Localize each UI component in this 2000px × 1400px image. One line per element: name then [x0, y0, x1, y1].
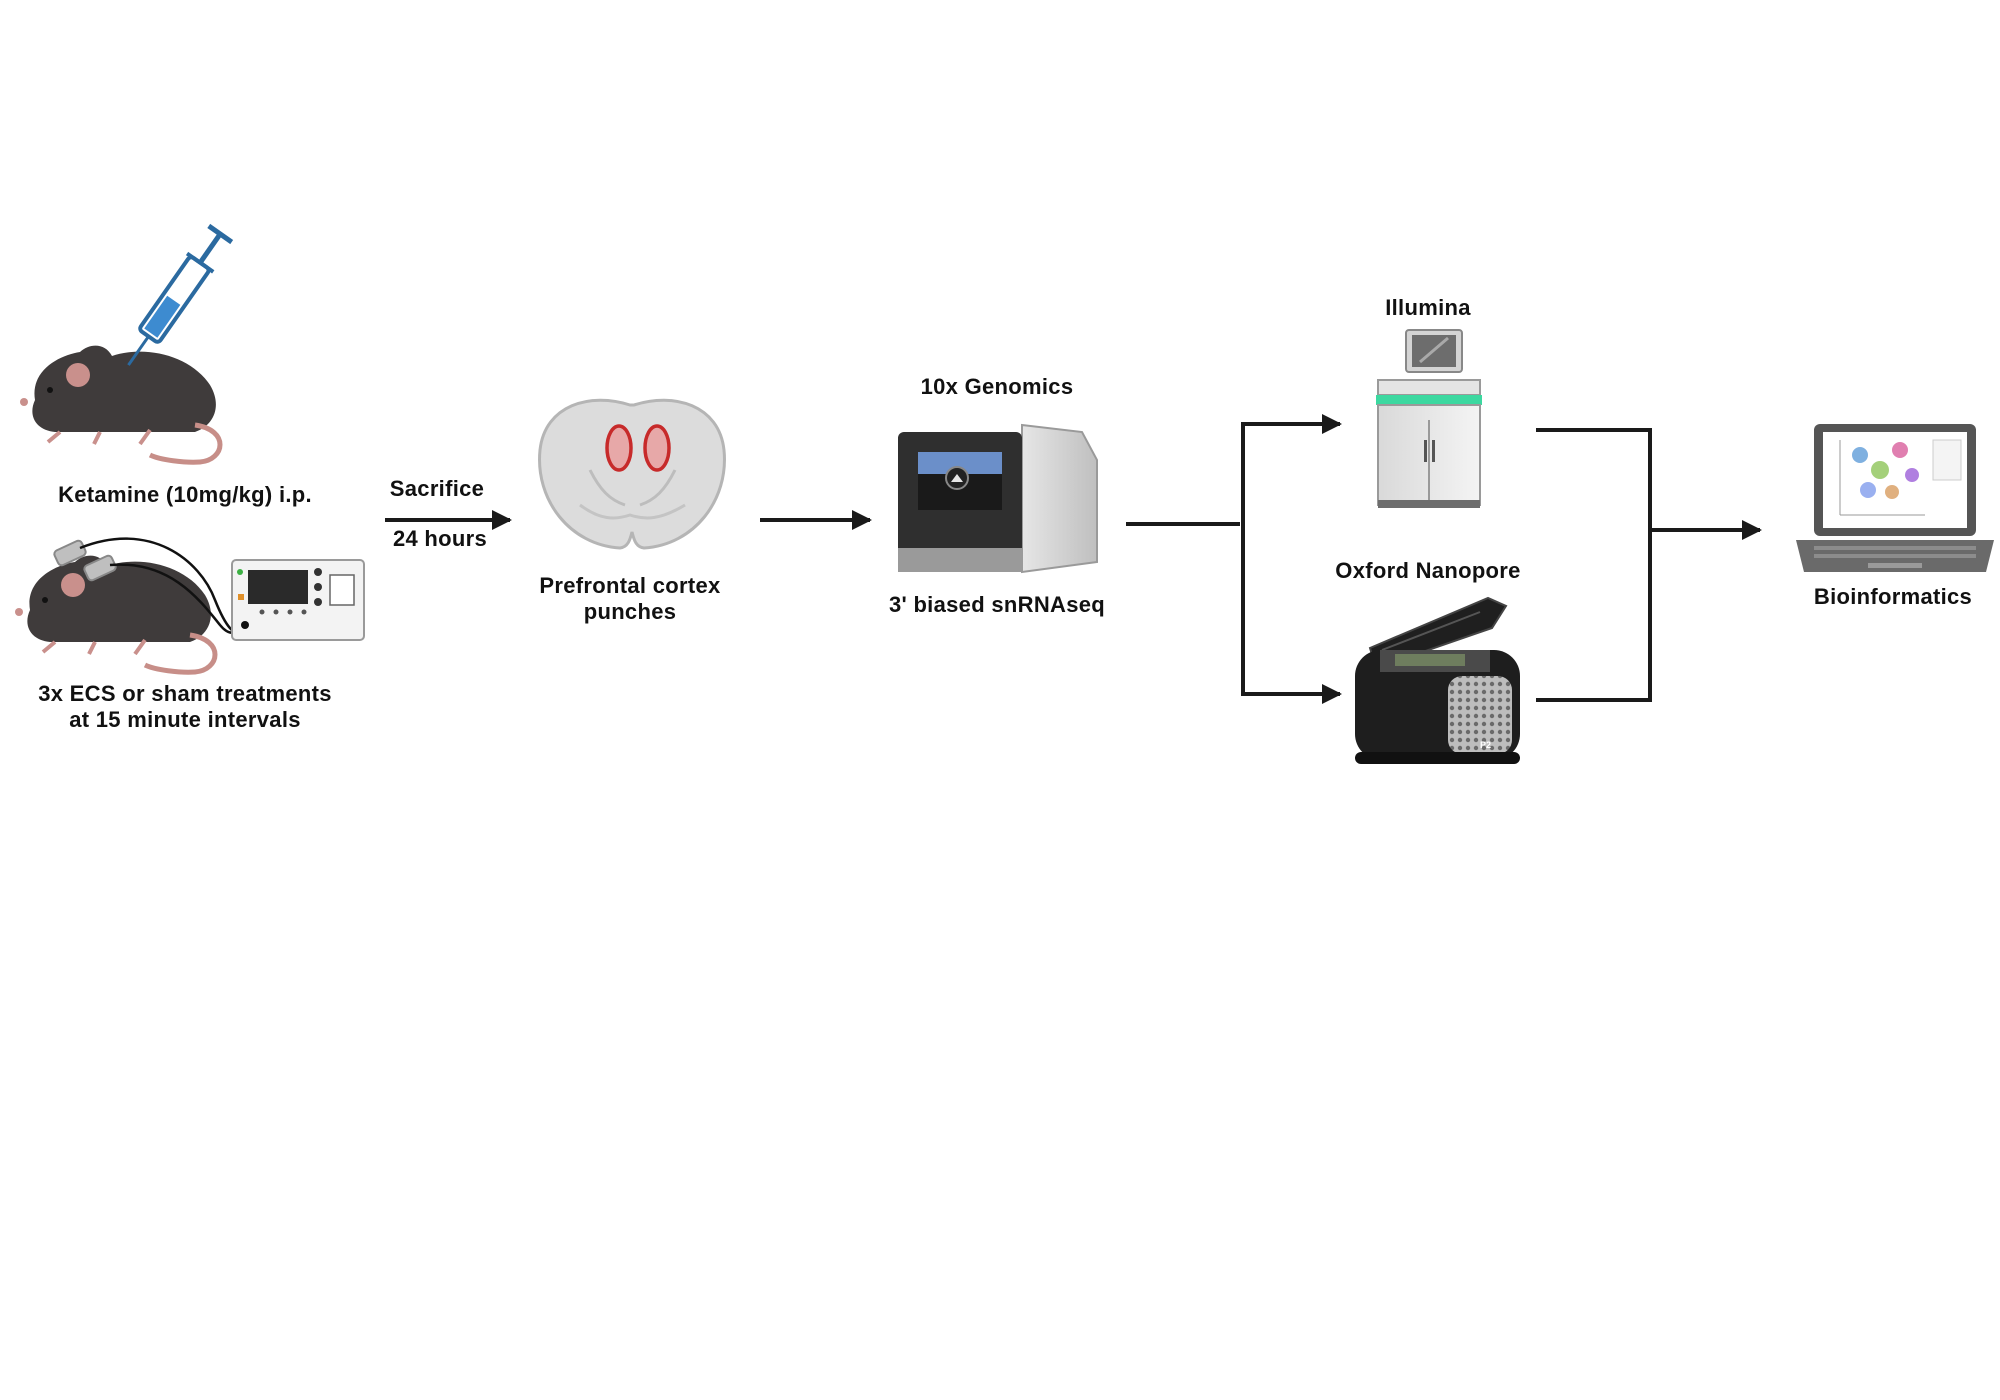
brain-label-line2: punches: [584, 599, 677, 624]
syringe-icon: [127, 223, 234, 366]
branch-connector: [1126, 414, 1342, 704]
chromium-instrument-icon: [898, 423, 1098, 574]
illumina-label: Illumina: [1385, 295, 1471, 320]
sequencer-icon: [1376, 329, 1482, 508]
time-label: 24 hours: [393, 526, 487, 551]
ecs-label-line1: 3x ECS or sham treatments: [38, 681, 332, 706]
bioinformatics-label: Bioinformatics: [1814, 584, 1972, 609]
ecs-device-icon: [231, 559, 365, 641]
snrnaseq-label: 3' biased snRNAseq: [889, 592, 1105, 617]
ecs-mouse-icon: [15, 539, 218, 675]
brain-label-line1: Prefrontal cortex: [539, 573, 721, 598]
ketamine-mouse-icon: [20, 345, 223, 465]
laptop-icon: [1796, 424, 1994, 572]
ecs-label-line2: at 15 minute intervals: [69, 707, 301, 732]
ketamine-label: Ketamine (10mg/kg) i.p.: [58, 482, 312, 507]
svg-text:P2: P2: [1480, 740, 1491, 750]
genomics-label: 10x Genomics: [921, 374, 1074, 399]
nanopore-sequencer-icon: P2: [1355, 596, 1520, 764]
brain-slice-icon: [538, 398, 726, 550]
nanopore-label: Oxford Nanopore: [1335, 558, 1520, 583]
sacrifice-label: Sacrifice: [390, 476, 484, 501]
merge-connector: [1536, 428, 1762, 702]
